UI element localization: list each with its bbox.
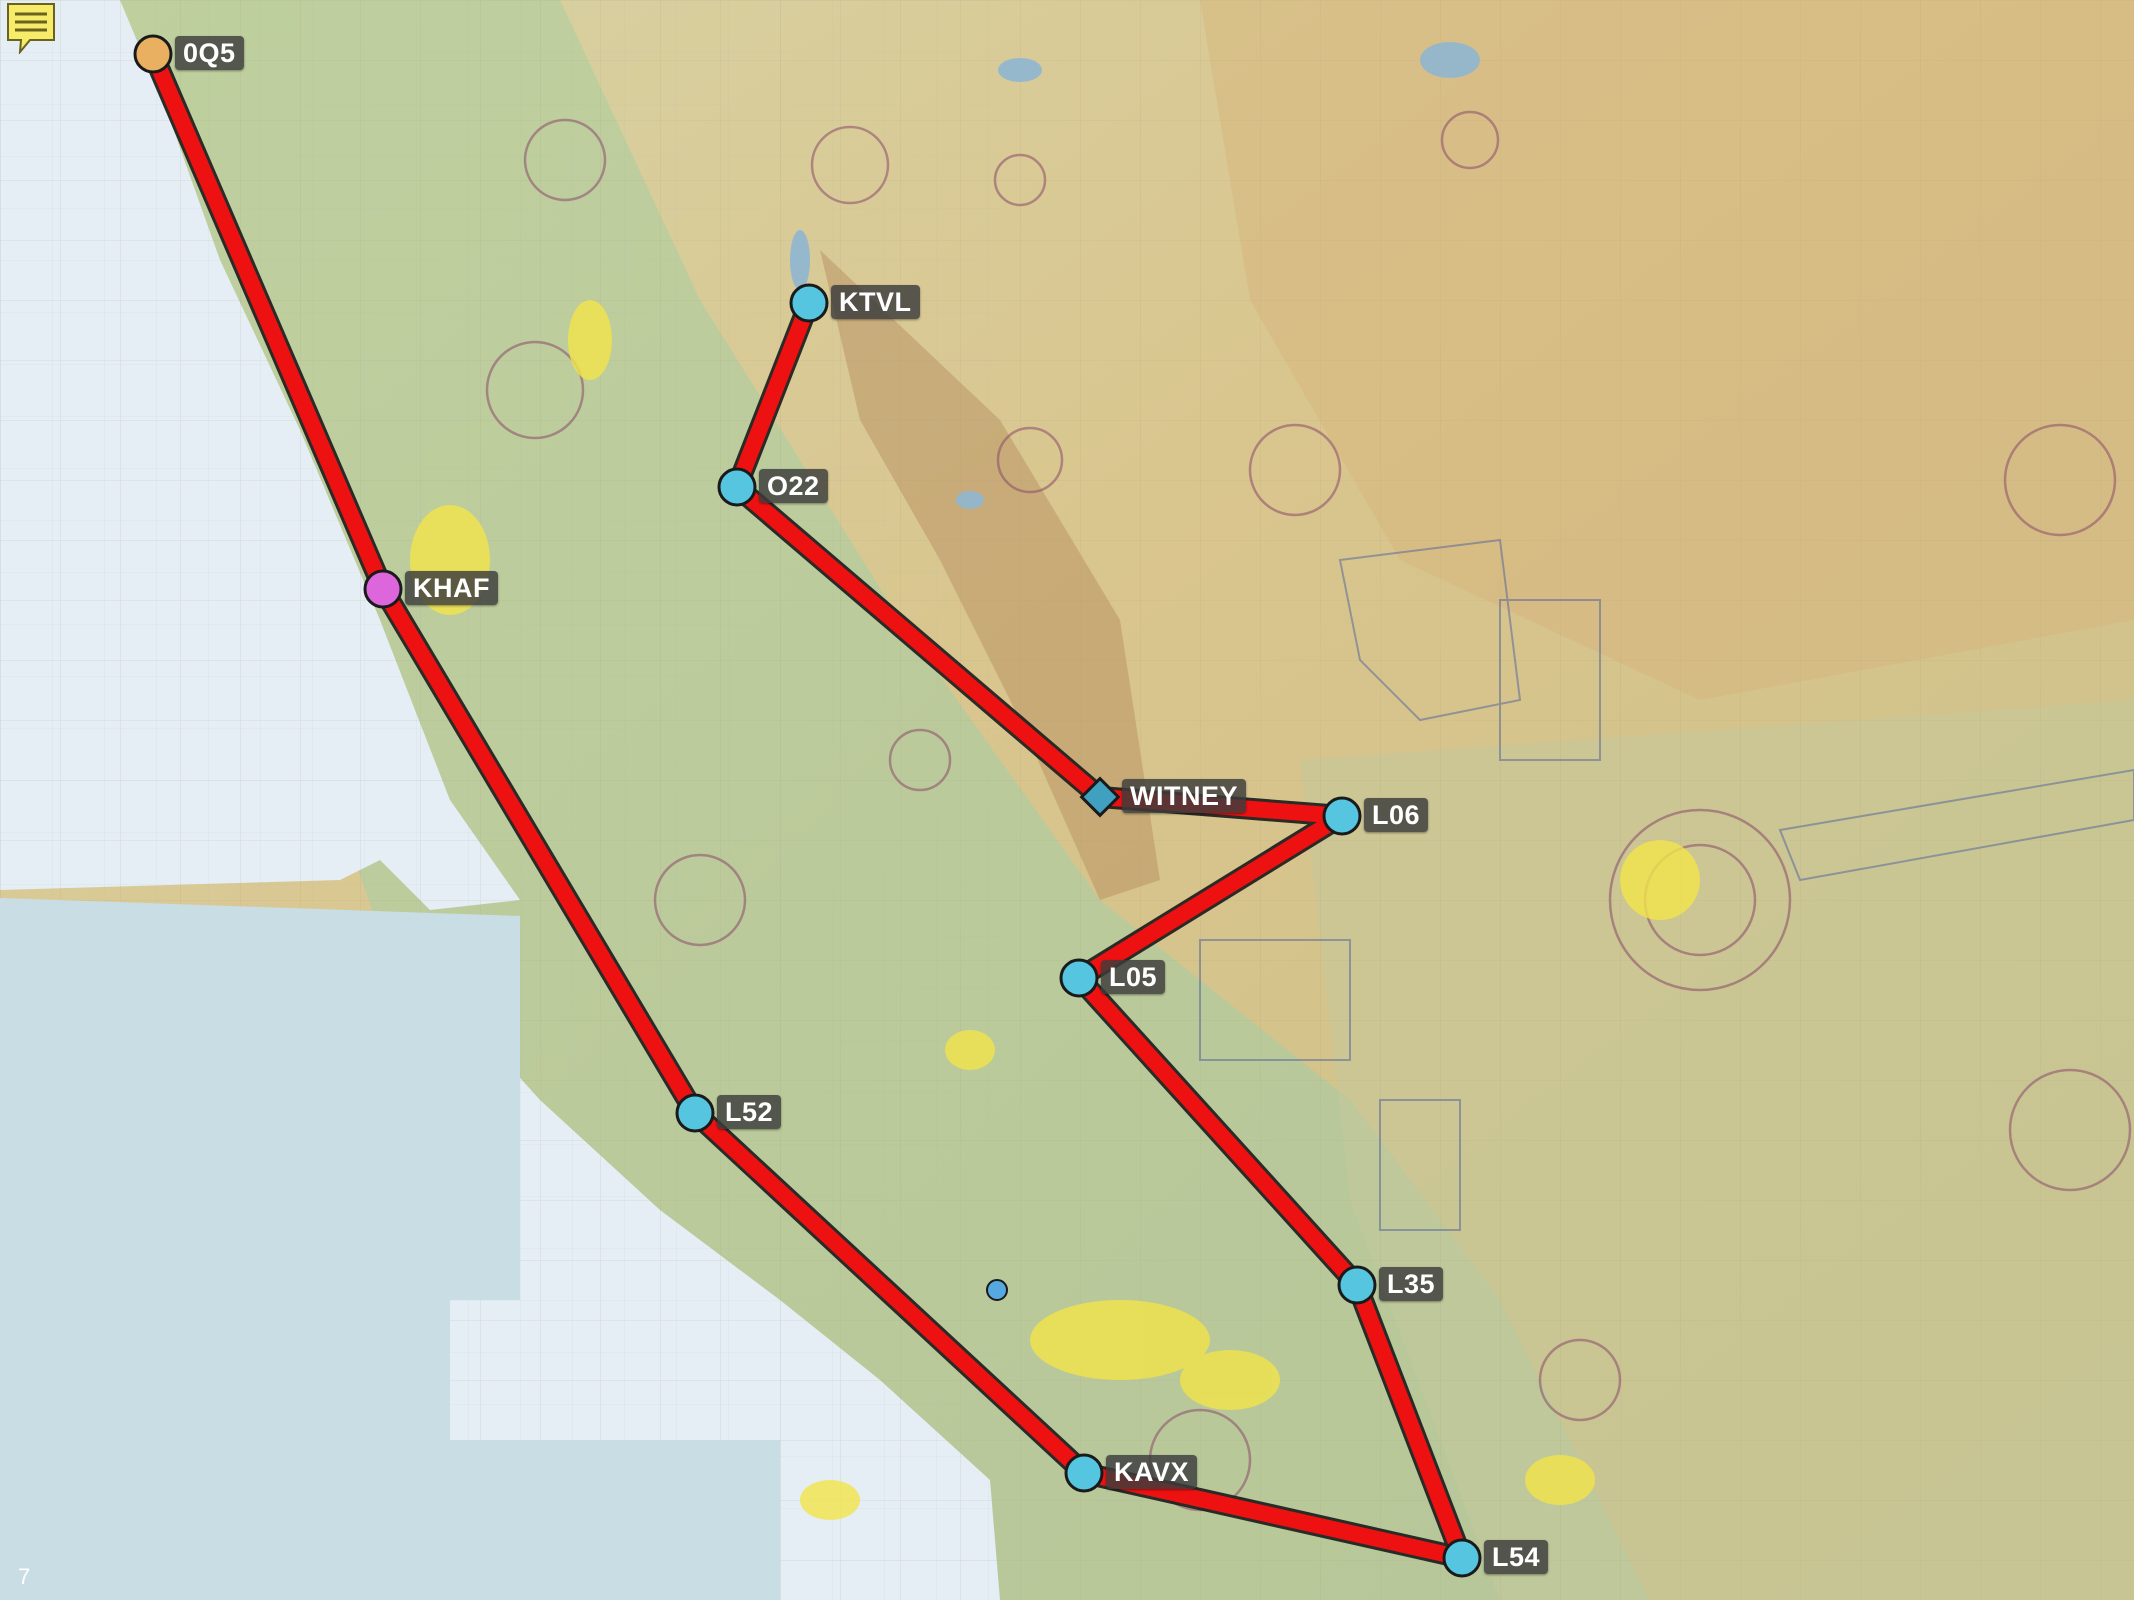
notes-button[interactable] — [6, 2, 56, 56]
lakes — [790, 42, 1480, 509]
off-chart-area — [0, 898, 780, 1600]
waypoint-circle-icon[interactable] — [133, 34, 173, 74]
waypoint-label-ktvl[interactable]: KTVL — [831, 285, 920, 319]
waypoint-circle-icon[interactable] — [363, 569, 403, 609]
waypoint-layer — [133, 34, 1482, 1578]
restricted-areas — [1199, 538, 2134, 1231]
waypoint-circle-icon[interactable] — [1442, 1538, 1482, 1578]
waypoint-label-o22[interactable]: O22 — [759, 469, 828, 503]
waypoint-label-l35[interactable]: L35 — [1379, 1267, 1444, 1301]
waypoint-circle-icon[interactable] — [789, 283, 829, 323]
waypoint-label-l05[interactable]: L05 — [1101, 960, 1166, 994]
waypoint-circle-icon[interactable] — [1322, 796, 1362, 836]
page-number: 7 — [18, 1564, 31, 1589]
waypoint-diamond-icon[interactable] — [1079, 776, 1121, 818]
waypoint-label-l52[interactable]: L52 — [717, 1095, 782, 1129]
waypoint-label-witney[interactable]: WITNEY — [1122, 779, 1246, 813]
map-point-marker[interactable] — [986, 1279, 1008, 1301]
waypoint-circle-icon[interactable] — [1337, 1265, 1377, 1305]
waypoint-label-l06[interactable]: L06 — [1364, 798, 1429, 832]
waypoint-label-0q5[interactable]: 0Q5 — [175, 36, 244, 70]
waypoint-label-khaf[interactable]: KHAF — [405, 571, 498, 605]
waypoint-circle-icon[interactable] — [1064, 1453, 1104, 1493]
waypoint-circle-icon[interactable] — [675, 1093, 715, 1133]
waypoint-circle-icon[interactable] — [1059, 958, 1099, 998]
waypoint-label-l54[interactable]: L54 — [1484, 1540, 1549, 1574]
notes-icon — [7, 3, 55, 56]
waypoint-label-kavx[interactable]: KAVX — [1106, 1455, 1198, 1489]
waypoint-circle-icon[interactable] — [717, 467, 757, 507]
